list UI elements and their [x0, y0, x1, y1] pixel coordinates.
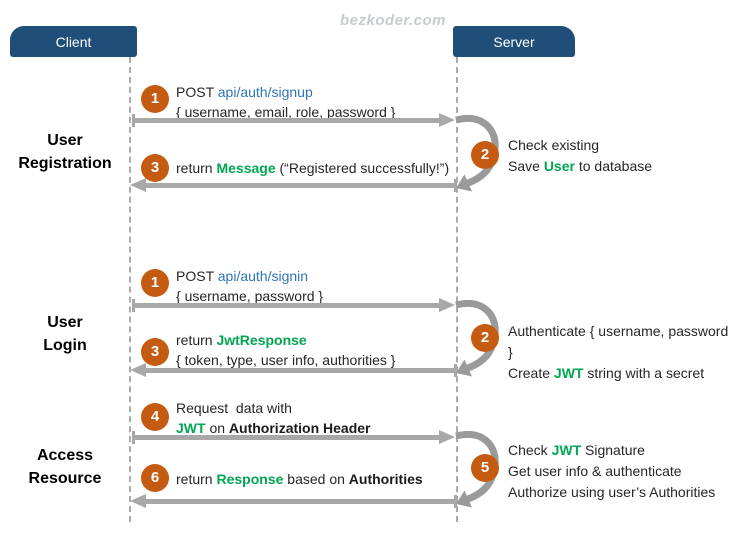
entity-jwt: JWT [551, 442, 582, 458]
entity-authorities: Authorities [348, 471, 423, 487]
note-line: Authenticate { username, password } [508, 323, 733, 360]
message-params: { username, password } [176, 288, 324, 304]
request-arrow-resource [132, 430, 455, 444]
section-label-user-login: User Login [0, 311, 130, 357]
arrowhead-left-icon [130, 494, 146, 508]
http-method: POST [176, 268, 218, 284]
step-badge-2-login: 2 [471, 324, 499, 352]
step-badge-6: 6 [141, 464, 169, 492]
message-line: Request data with [176, 400, 292, 416]
note-line: Save User to database [508, 158, 653, 174]
entity-jwt: JWT [553, 365, 584, 381]
header-name: Authorization Header [228, 420, 371, 436]
label-line: User [47, 314, 83, 331]
watermark-text: bezkoder.com [339, 12, 447, 29]
step-badge-2: 2 [471, 141, 499, 169]
message-line: JWT on Authorization Header [176, 420, 371, 436]
step-badge-3: 3 [141, 154, 169, 182]
note-line: Get user info & authenticate [508, 463, 682, 479]
message-line: return Response based on Authorities [176, 471, 423, 487]
request-arrow-signup [132, 113, 455, 127]
note-line: Check JWT Signature [508, 442, 645, 458]
server-note-registration: Check existing Save User to database [508, 135, 652, 177]
section-label-access-resource: Access Resource [0, 444, 130, 490]
note-line: Authorize using user’s Authorities [508, 484, 716, 500]
step-badge-3-login: 3 [141, 338, 169, 366]
label-line: Registration [18, 155, 112, 172]
entity-message: Message [216, 160, 276, 176]
label-line: Access [36, 447, 94, 464]
entity-jwtresponse: JwtResponse [216, 332, 307, 348]
note-line: Check existing [508, 137, 600, 153]
arrowhead-left-icon [130, 363, 146, 377]
message-signin-request: POST api/auth/signin { username, passwor… [176, 266, 323, 306]
message-line: POST api/auth/signup [176, 82, 395, 102]
response-arrow-resource [130, 494, 457, 508]
arrowhead-right-icon [439, 113, 455, 127]
entity-user: User [543, 158, 575, 174]
note-line: Create JWT string with a secret [508, 365, 705, 381]
label-line: Resource [28, 470, 102, 487]
arrowhead-right-icon [439, 430, 455, 444]
response-arrow-signup [130, 178, 457, 192]
actor-server: Server [453, 26, 575, 57]
message-line: return Message (“Registered successfully… [176, 160, 450, 176]
actor-client: Client [10, 26, 137, 57]
message-params: { token, type, user info, authorities } [176, 352, 396, 368]
label-line: User [47, 132, 83, 149]
request-arrow-signin [132, 298, 455, 312]
message-signup-response: return Message (“Registered successfully… [176, 158, 449, 178]
server-lifeline [456, 57, 458, 522]
section-label-user-registration: User Registration [0, 129, 130, 175]
message-signup-request: POST api/auth/signup { username, email, … [176, 82, 395, 122]
step-badge-1: 1 [141, 85, 169, 113]
step-badge-1-login: 1 [141, 269, 169, 297]
message-params: { username, email, role, password } [176, 104, 396, 120]
entity-jwt: JWT [176, 420, 206, 436]
http-method: POST [176, 84, 218, 100]
message-line: POST api/auth/signin [176, 266, 323, 286]
entity-response: Response [216, 471, 284, 487]
arrowhead-left-icon [130, 178, 146, 192]
label-line: Login [43, 337, 87, 354]
client-lifeline [129, 57, 131, 522]
actor-server-label: Server [493, 33, 535, 50]
message-resource-response: return Response based on Authorities [176, 469, 423, 489]
message-resource-request: Request data with JWT on Authorization H… [176, 398, 371, 438]
response-arrow-signin [130, 363, 457, 377]
endpoint-text: api/auth/signin [217, 268, 309, 284]
message-line: return JwtResponse [176, 332, 307, 348]
server-note-access: Check JWT Signature Get user info & auth… [508, 440, 715, 503]
arrowhead-right-icon [439, 298, 455, 312]
step-badge-5: 5 [471, 454, 499, 482]
actor-client-label: Client [55, 33, 92, 50]
server-note-login: Authenticate { username, password } Crea… [508, 321, 734, 384]
endpoint-text: api/auth/signup [217, 84, 313, 100]
message-signin-response: return JwtResponse { token, type, user i… [176, 330, 395, 370]
step-badge-4: 4 [141, 403, 169, 431]
